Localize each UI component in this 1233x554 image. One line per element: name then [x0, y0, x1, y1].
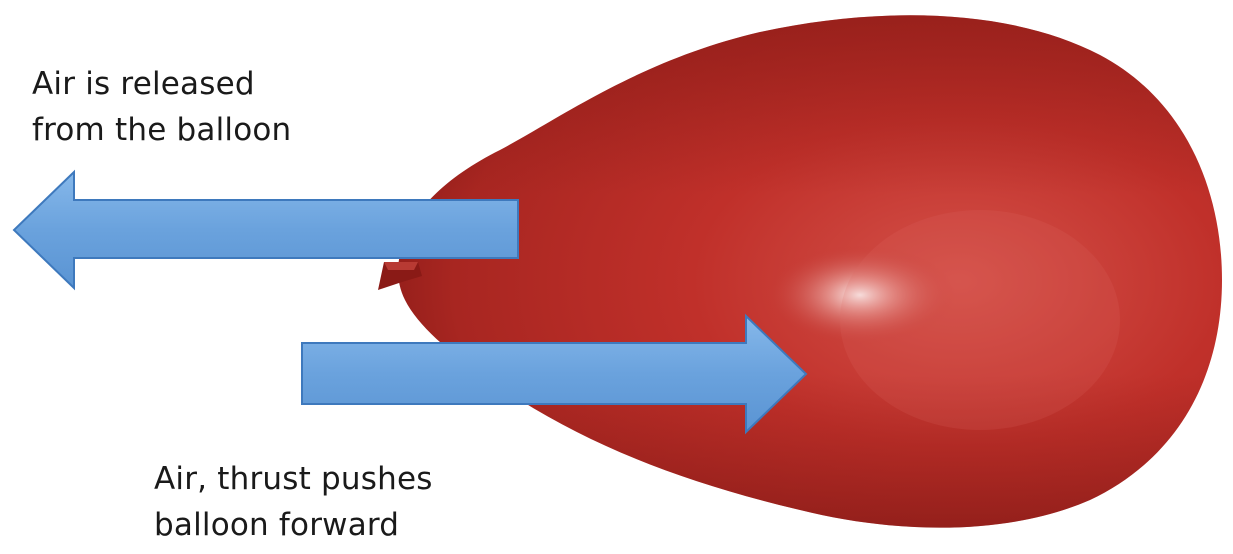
- thrust-caption: Air, thrust pushes balloon forward: [154, 456, 433, 548]
- air-released-caption: Air is released from the balloon: [32, 61, 291, 153]
- air-released-caption-line2: from the balloon: [32, 107, 291, 153]
- balloon-knot-edge: [384, 262, 418, 270]
- balloon: [378, 15, 1222, 527]
- balloon-soft-highlight: [840, 210, 1120, 430]
- thrust-caption-line2: balloon forward: [154, 502, 433, 548]
- air-released-caption-line1: Air is released: [32, 61, 291, 107]
- thrust-caption-line1: Air, thrust pushes: [154, 456, 433, 502]
